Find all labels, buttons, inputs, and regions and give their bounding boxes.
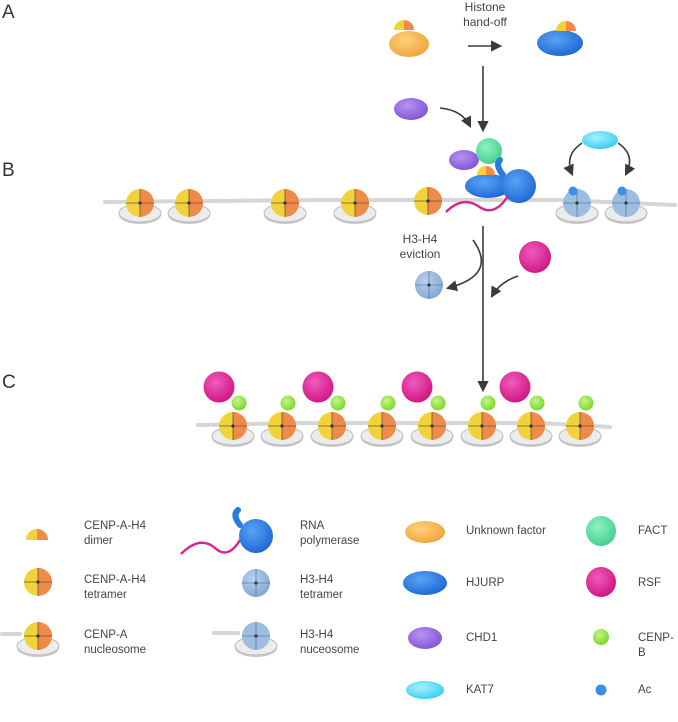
cenpa-dimer-icon [394, 20, 414, 30]
legend-label-rna-polymerase: RNA polymerase [300, 520, 360, 547]
cenp-b [330, 395, 346, 411]
rsf [519, 241, 551, 273]
legend-ac-icon [595, 684, 607, 696]
legend-label-rsf: RSF [638, 577, 661, 589]
eviction-label: H3-H4 eviction [399, 232, 441, 261]
panel-b [103, 131, 677, 393]
kat7 [582, 131, 618, 149]
kat7-arrow-left [563, 142, 583, 177]
panel-label-b: B [2, 160, 15, 181]
panel-c [196, 371, 612, 447]
rsf [401, 371, 433, 403]
legend-rna-polymerase-icon [180, 507, 273, 555]
legend-fact-icon [586, 516, 616, 546]
legend-kat7-icon [406, 681, 444, 699]
legend-rsf-icon [586, 567, 616, 597]
cenpa-nucleosome [460, 412, 504, 447]
cenp-b [529, 395, 545, 411]
rna-polymerase-tail [495, 157, 506, 178]
legend-cenpb-icon [593, 629, 609, 645]
panel-label-c: C [2, 372, 16, 393]
h3h4-tetramer [415, 271, 443, 299]
cenp-b [231, 395, 247, 411]
cenpa-nucleosome [118, 189, 162, 224]
legend-label-unknown-factor: Unknown factor [466, 525, 546, 537]
fact [476, 138, 502, 164]
rsf-arrow [490, 275, 519, 298]
panel-a [389, 20, 583, 133]
cenp-b [430, 395, 446, 411]
legend-label-hjurp: HJURP [466, 577, 505, 589]
rsf [499, 371, 531, 403]
legend-label-h3h4-tetramer: H3-H4 tetramer [300, 574, 343, 601]
cenpa-nucleosome [558, 412, 602, 447]
cenpa-nucleosome [310, 412, 354, 447]
eviction-arrow [445, 239, 483, 292]
chd1-arrow [439, 107, 472, 129]
handoff-label: Histone hand-off [463, 0, 507, 29]
legend [0, 507, 616, 699]
cenpa-nucleosome [211, 412, 255, 447]
cenp-b [578, 395, 594, 411]
nucleosome-glyph [16, 622, 60, 657]
acetylation-mark [568, 186, 578, 196]
cenpa-nucleosome [410, 412, 454, 447]
cenpa-dimer-icon [556, 21, 576, 31]
legend-cenpa-tetramer-icon [24, 568, 52, 596]
legend-unknown-factor-icon [405, 521, 445, 543]
panel-label-a: A [2, 2, 15, 23]
cenpa-nucleosome [263, 189, 307, 224]
legend-label-fact: FACT [638, 525, 668, 537]
hjurp [465, 174, 511, 198]
legend-label-chd1: CHD1 [466, 632, 498, 644]
h3h4-nucleosome [604, 189, 648, 224]
dna-fiber-c [196, 421, 612, 429]
legend-label-cenpa-nucleosome: CENP-A nucleosome [84, 629, 147, 656]
cenp-b [380, 395, 396, 411]
legend-cenpa-nucleosome-icon [0, 622, 60, 657]
cenp-b [480, 395, 496, 411]
nucleosome-glyph [234, 622, 278, 657]
unknown-factor [389, 31, 429, 57]
legend-label-h3h4-nucleosome: H3-H4 nuceosome [300, 629, 360, 656]
kat7-arrow-right [617, 142, 636, 176]
legend-label-ac: Ac [638, 684, 652, 696]
legend-h3h4-nucleosome-icon [212, 622, 278, 657]
legend-label-cenpb: CENP-B [638, 632, 674, 659]
rna-polymerase [502, 169, 536, 203]
cenp-b [280, 395, 296, 411]
legend-hjurp-icon [403, 571, 447, 595]
h3h4-nucleosome [555, 189, 599, 224]
hjurp [537, 30, 583, 56]
chd1 [449, 150, 479, 170]
rna-transcript [445, 195, 510, 213]
chd1 [394, 98, 428, 120]
cenpa-nucleosome [167, 189, 211, 224]
legend-h3h4-tetramer-icon [242, 569, 270, 597]
legend-chd1-icon [408, 627, 442, 649]
legend-label-kat7: KAT7 [466, 684, 494, 696]
legend-label-cenpa-dimer: CENP-A-H4 dimer [84, 520, 146, 547]
cenpa-dimer-icon [477, 166, 495, 175]
cenpa-nucleosome [360, 412, 404, 447]
cenpa-nucleosome [333, 189, 377, 224]
cenpa-tetramer [414, 187, 442, 215]
legend-label-cenpa-tetramer: CENP-A-H4 tetramer [84, 574, 146, 601]
rsf [203, 371, 235, 403]
rsf [302, 371, 334, 403]
cenpa-nucleosome [509, 412, 553, 447]
legend-cenpa-dimer-icon [26, 529, 48, 540]
acetylation-mark [617, 186, 627, 196]
cenpa-nucleosome [260, 412, 304, 447]
